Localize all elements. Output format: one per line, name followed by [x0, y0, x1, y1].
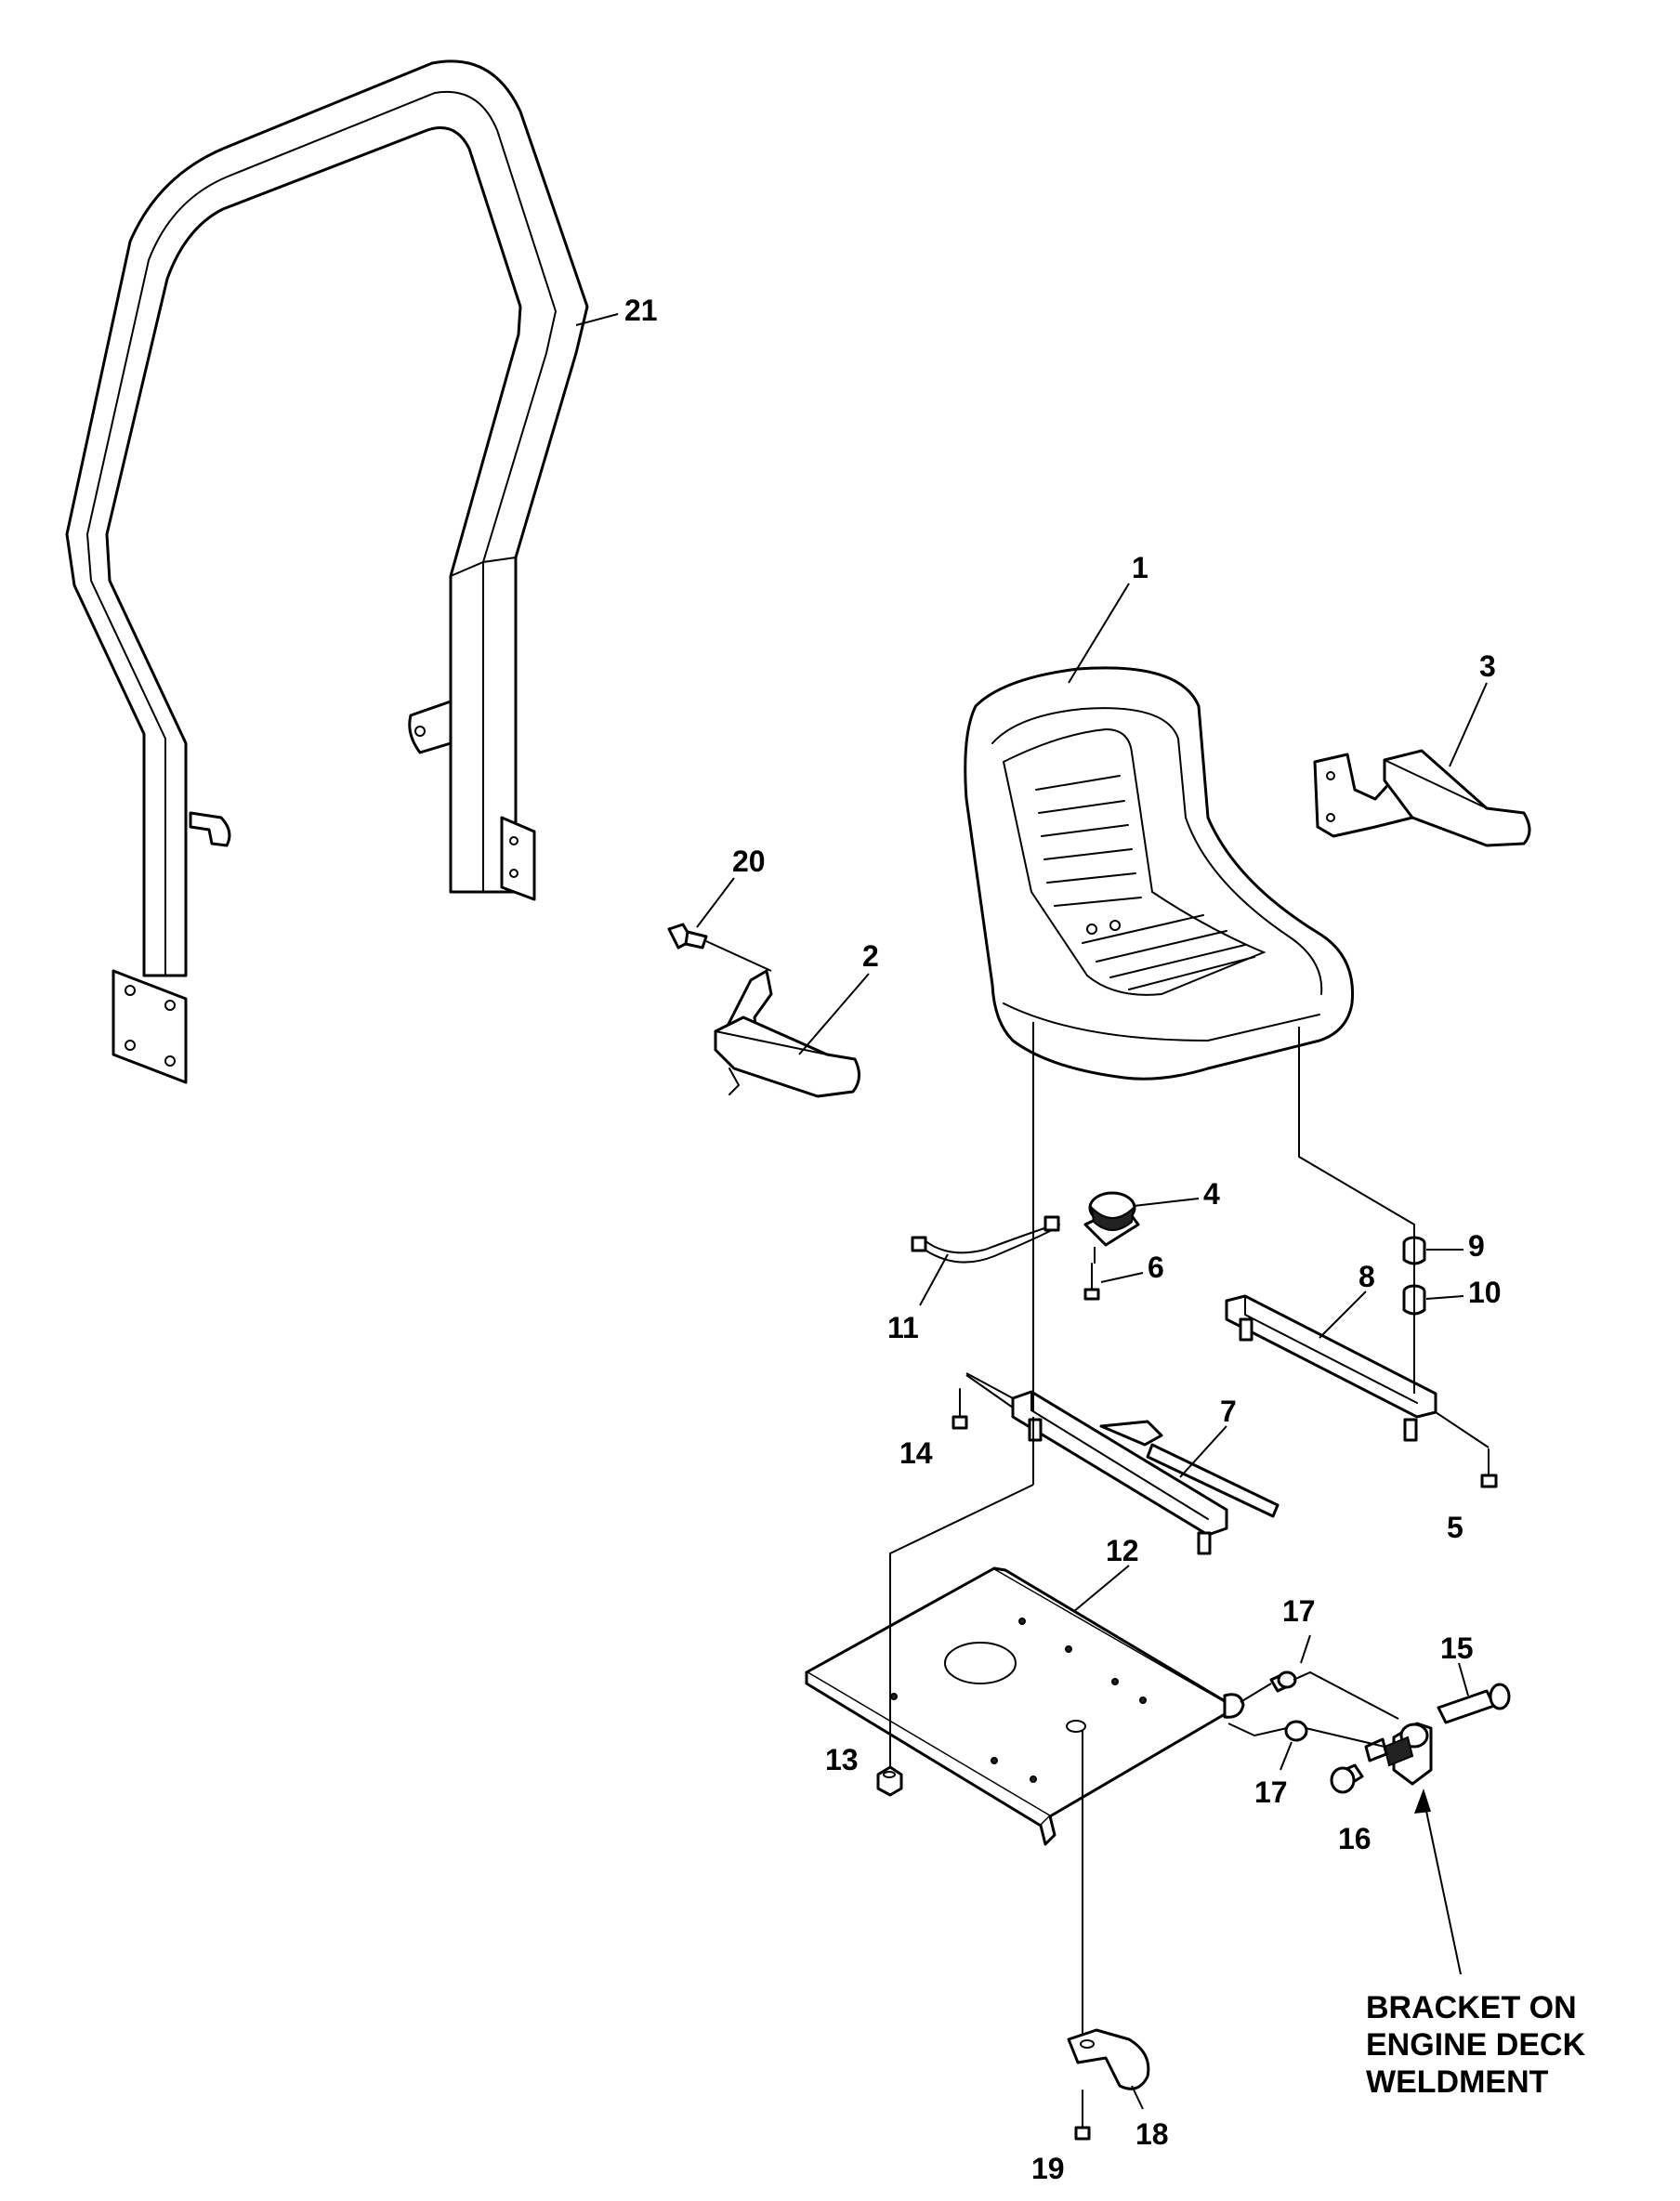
note-line-1: BRACKET ON [1366, 1990, 1577, 2025]
screw-6 [1083, 1263, 1144, 1301]
nut-13 [876, 1765, 903, 1797]
callout-3: 3 [1479, 649, 1496, 683]
callout-18: 18 [1135, 2117, 1169, 2151]
bracket-note-arrow [1414, 1788, 1462, 1975]
screw-5 [1435, 1411, 1498, 1488]
callout-7: 7 [1220, 1395, 1237, 1428]
callout-14: 14 [899, 1436, 933, 1470]
seat-rail-right [1225, 1290, 1437, 1442]
seat-plate [805, 1565, 1245, 1846]
cap-16 [1330, 1763, 1364, 1794]
pin-15 [1437, 1662, 1511, 1724]
callout-6: 6 [1148, 1251, 1164, 1284]
callout-17-lower: 17 [1254, 1775, 1288, 1809]
armrest-right [1313, 682, 1531, 847]
wiring-harness [911, 1215, 1060, 1306]
seat-rail-left [1011, 1390, 1280, 1555]
screw-14 [952, 1374, 1014, 1430]
callout-10: 10 [1468, 1276, 1502, 1309]
callout-19: 19 [1031, 2152, 1065, 2185]
rops-roll-bar [65, 59, 619, 1084]
armrest-left [714, 969, 870, 1098]
bolt-20 [667, 877, 772, 972]
spacer-9 [1402, 1236, 1463, 1265]
callout-9: 9 [1468, 1229, 1485, 1263]
callout-4: 4 [1203, 1177, 1220, 1211]
bushing-17-upper [1269, 1634, 1311, 1693]
spacer-10 [1402, 1284, 1464, 1316]
callout-8: 8 [1358, 1260, 1375, 1293]
callout-17-upper: 17 [1282, 1594, 1316, 1628]
callout-20: 20 [732, 845, 766, 878]
screw-19 [1074, 2090, 1091, 2141]
note-line-3: WELDMENT [1366, 2064, 1549, 2100]
callout-12: 12 [1106, 1534, 1139, 1567]
seat-switch [1083, 1191, 1200, 1247]
note-line-2: ENGINE DECK [1366, 2027, 1586, 2063]
engine-deck-bracket [1364, 1722, 1433, 1786]
callout-1: 1 [1132, 551, 1148, 584]
callout-11: 11 [887, 1311, 919, 1344]
callout-13: 13 [825, 1743, 859, 1776]
callout-15: 15 [1440, 1631, 1474, 1665]
callout-21: 21 [624, 294, 658, 327]
seat-latch [1067, 2028, 1150, 2110]
seat [964, 583, 1355, 1081]
assembly-lines [889, 1022, 1415, 2035]
callout-16: 16 [1338, 1822, 1372, 1855]
callout-5: 5 [1447, 1511, 1463, 1544]
bushing-17-lower [1280, 1720, 1308, 1771]
callout-2: 2 [862, 939, 879, 973]
